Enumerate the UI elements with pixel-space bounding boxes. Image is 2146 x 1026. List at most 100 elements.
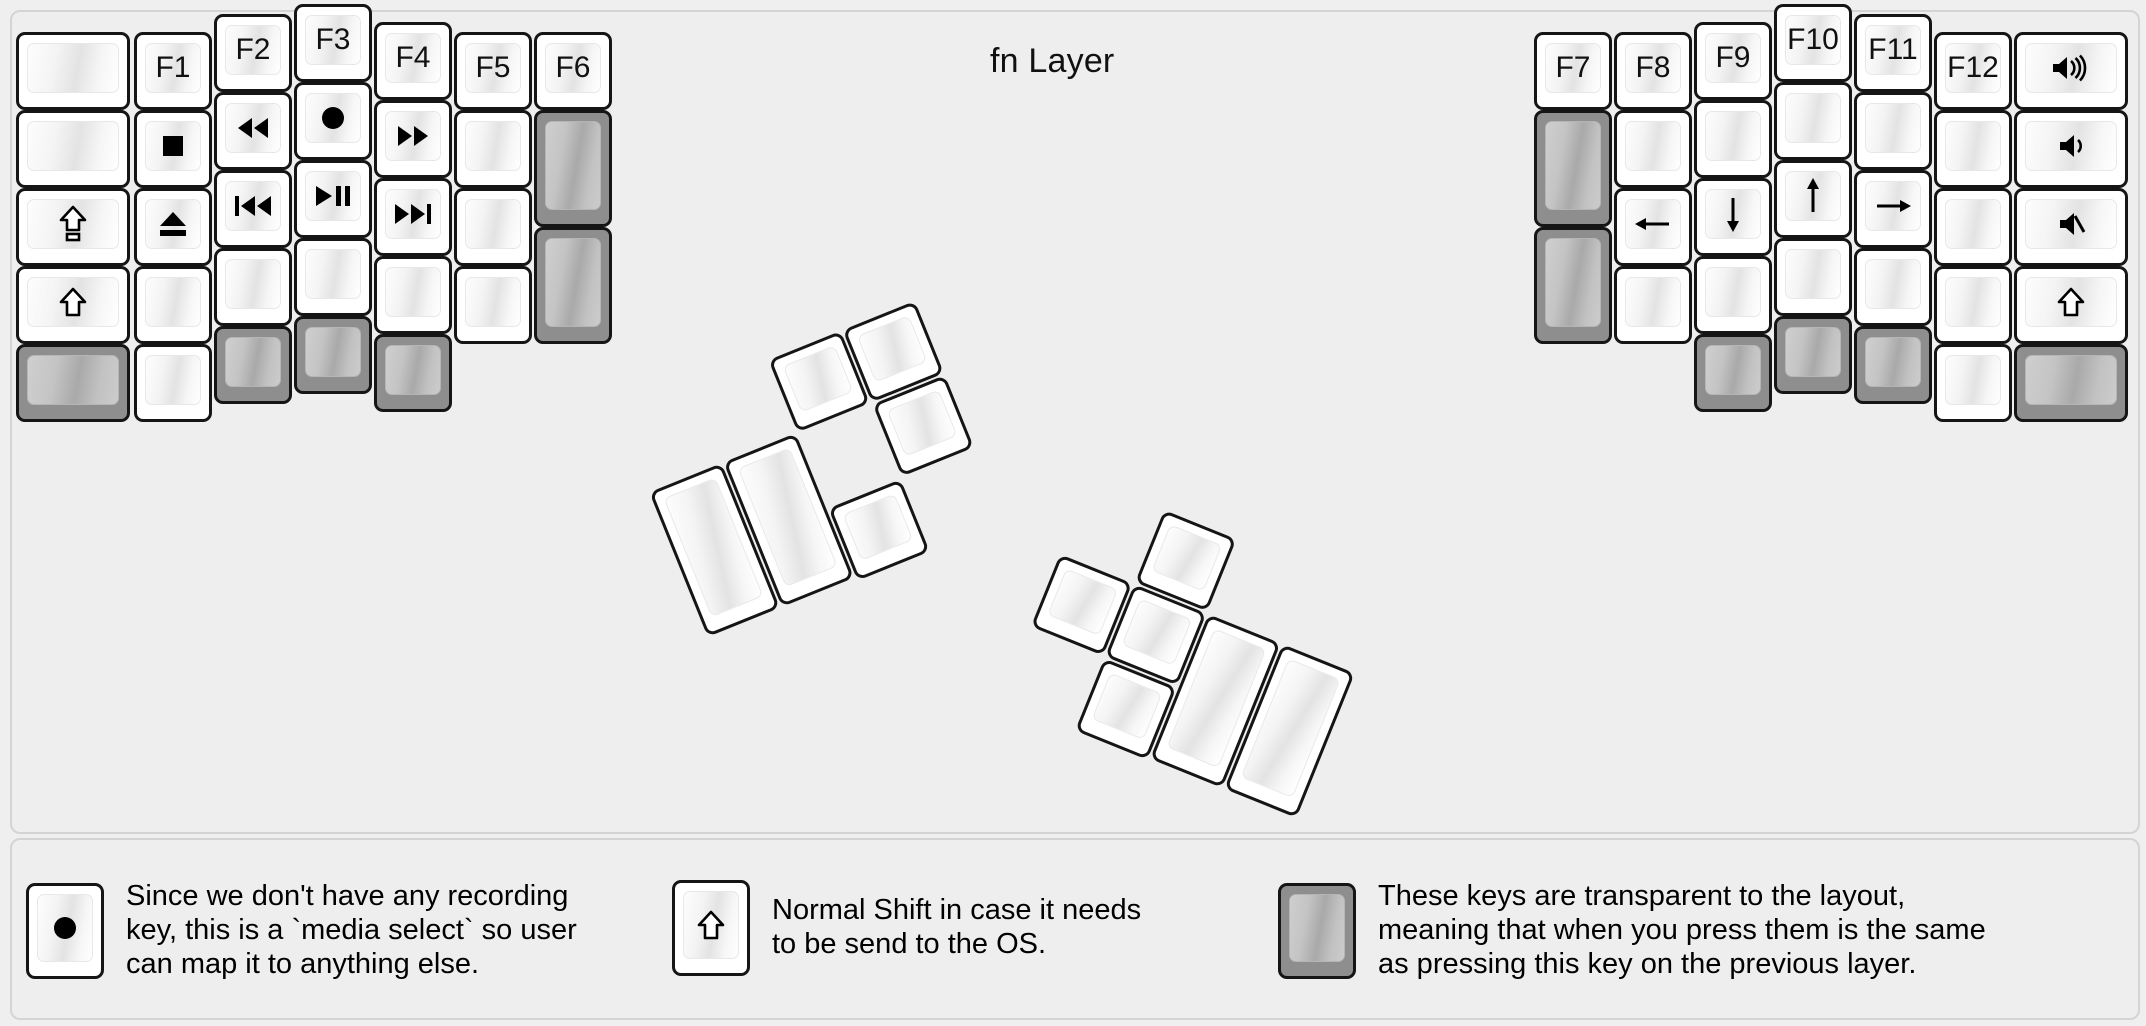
key-label: F2 [235,33,271,66]
key-l-r3-c2[interactable] [214,248,292,326]
key-r-r3-c4[interactable] [1854,248,1932,326]
key-r-r4-c4[interactable] [1854,326,1932,404]
keycap-surface [305,249,361,299]
key-r-r1-c0[interactable] [1534,110,1612,227]
keycap-surface [385,267,441,317]
record-icon [316,101,350,135]
key-l-r2-c0[interactable] [16,188,130,266]
key-l-r0-c6[interactable]: F6 [534,32,612,110]
keycap-surface [385,345,441,395]
legend-key-0 [26,882,104,979]
key-r-r3-c2[interactable] [1694,256,1772,334]
key-l-r2-c5[interactable] [454,188,532,266]
keycap-surface [1945,277,2001,327]
key-l-r4-c3[interactable] [294,316,372,394]
key-l-r3-c3[interactable] [294,238,372,316]
key-l-r0-c2[interactable]: F2 [214,14,292,92]
key-r-r4-c3[interactable] [1774,316,1852,394]
key-l-r1-c1[interactable] [134,110,212,188]
keycap-surface [1865,181,1921,231]
keycap-surface [1705,267,1761,317]
key-r-r4-c5[interactable] [1934,344,2012,422]
key-r-r3-c3[interactable] [1774,238,1852,316]
keycap-surface [145,199,201,249]
keycap-surface [27,199,119,249]
key-l-r4-c1[interactable] [134,344,212,422]
next-track-icon [391,200,435,228]
key-r-r2-c4[interactable] [1854,170,1932,248]
key-l-r1-c5[interactable] [454,110,532,188]
key-l-r2-c2[interactable] [214,170,292,248]
key-l-r2-c3[interactable] [294,160,372,238]
keycap-surface [1705,345,1761,395]
key-l-r0-c1[interactable]: F1 [134,32,212,110]
legend-description-2: These keys are transparent to the layout… [1378,880,1986,980]
key-r-r0-c4[interactable]: F11 [1854,14,1932,92]
key-l-r2-c4[interactable] [374,178,452,256]
key-l-r1-c3[interactable] [294,82,372,160]
key-l-r0-c5[interactable]: F5 [454,32,532,110]
key-r-r0-c1[interactable]: F8 [1614,32,1692,110]
keycap-surface [465,199,521,249]
key-l-r0-c3[interactable]: F3 [294,4,372,82]
key-r-r1-c1[interactable] [1614,110,1692,188]
keycap-surface: F8 [1625,43,1681,93]
key-r-r1-c4[interactable] [1854,92,1932,170]
stop-icon [158,131,188,161]
keycap-surface [225,181,281,231]
key-r-r2-c2[interactable] [1694,178,1772,256]
key-r-r1-c3[interactable] [1774,82,1852,160]
key-l-r3-c1[interactable] [134,266,212,344]
key-r-r3-c6[interactable] [2014,266,2128,344]
key-r-r2-c3[interactable] [1774,160,1852,238]
key-r-r0-c5[interactable]: F12 [1934,32,2012,110]
keycap-surface [1785,93,1841,143]
key-l-r1-c4[interactable] [374,100,452,178]
key-r-r2-c0[interactable] [1534,227,1612,344]
key-l-r4-c0[interactable] [16,344,130,422]
key-r-r2-c6[interactable] [2014,188,2128,266]
keycap-surface [305,93,361,143]
key-l-r4-c4[interactable] [374,334,452,412]
key-r-r1-c6[interactable] [2014,110,2128,188]
key-r-r4-c6[interactable] [2014,344,2128,422]
key-r-r3-c5[interactable] [1934,266,2012,344]
keycap-surface [545,121,601,210]
key-r-r0-c3[interactable]: F10 [1774,4,1852,82]
key-r-r3-c1[interactable] [1614,266,1692,344]
keycap-surface [782,345,854,413]
key-l-r0-c4[interactable]: F4 [374,22,452,100]
rewind-icon [233,114,273,142]
key-l-r0-c0[interactable] [16,32,130,110]
key-l-r3-c4[interactable] [374,256,452,334]
key-r-r1-c2[interactable] [1694,100,1772,178]
keycap-surface [145,277,201,327]
keycap-surface [1945,355,2001,405]
key-r-r0-c0[interactable]: F7 [1534,32,1612,110]
key-r-r1-c5[interactable] [1934,110,2012,188]
key-l-r1-c6[interactable] [534,110,612,227]
key-label: F1 [155,51,191,84]
key-r-r0-c6[interactable] [2014,32,2128,110]
keycap-surface [1705,189,1761,239]
keycap-surface [385,189,441,239]
key-l-r2-c1[interactable] [134,188,212,266]
key-l-r2-c6[interactable] [534,227,612,344]
shift-icon [59,286,87,318]
volume-down-icon [2056,131,2086,161]
key-r-r0-c2[interactable]: F9 [1694,22,1772,100]
key-l-r1-c2[interactable] [214,92,292,170]
keycap-surface [1945,121,2001,171]
key-l-r3-c0[interactable] [16,266,130,344]
keycap-surface [1705,111,1761,161]
key-l-r1-c0[interactable] [16,110,130,188]
key-l-r4-c2[interactable] [214,326,292,404]
key-label: F9 [1715,41,1751,74]
key-l-r3-c5[interactable] [454,266,532,344]
key-r-r4-c2[interactable] [1694,334,1772,412]
fast-forward-icon [393,122,433,150]
legend-description-1: Normal Shift in case it needs to be send… [772,894,1142,960]
key-r-r2-c5[interactable] [1934,188,2012,266]
record-icon [48,911,82,945]
key-r-r2-c1[interactable] [1614,188,1692,266]
